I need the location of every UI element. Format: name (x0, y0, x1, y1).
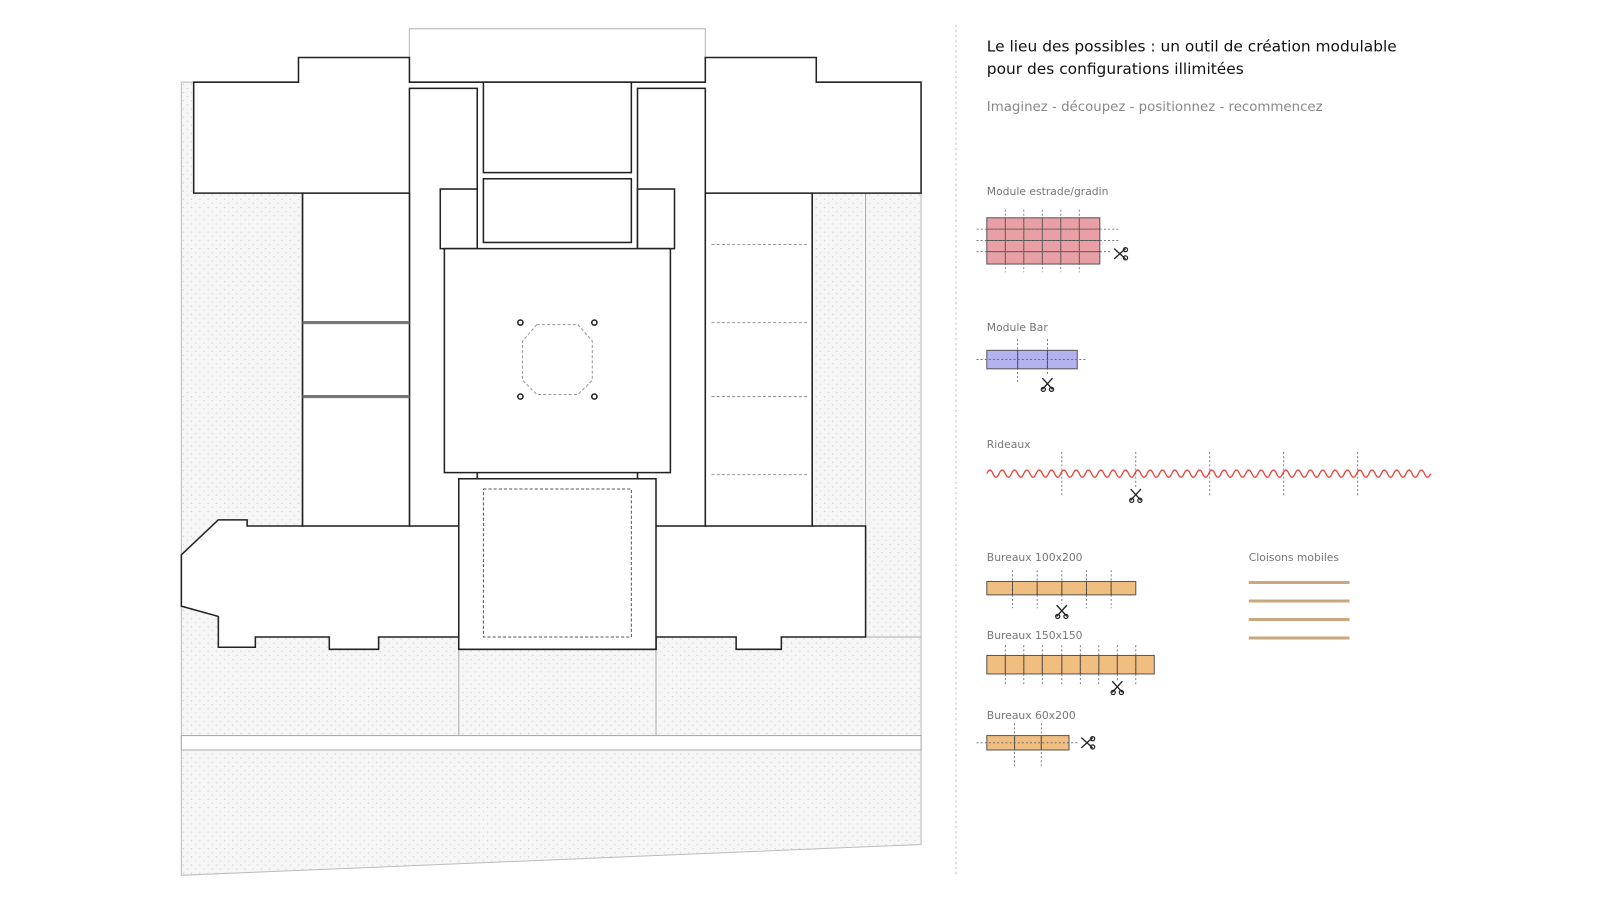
estrade-module (976, 209, 1129, 273)
label-estrade: Module estrade/gradin (987, 185, 1109, 198)
label-bureaux-100: Bureaux 100x200 (987, 551, 1083, 564)
subtitle: Imaginez - découpez - positionnez - reco… (987, 99, 1323, 115)
bar-module (976, 339, 1088, 393)
curtain-module (986, 452, 1432, 504)
desk-150x150-module (986, 645, 1155, 696)
scissors-icon (1040, 377, 1055, 393)
curtain-wave (986, 469, 1432, 478)
scissors-icon (1110, 680, 1125, 696)
scissors-icon (1054, 604, 1069, 620)
label-bar: Module Bar (987, 321, 1049, 334)
desk-60x200-module (976, 723, 1096, 767)
scissors-icon (1080, 735, 1096, 750)
label-cloisons: Cloisons mobiles (1249, 551, 1340, 564)
label-rideaux: Rideaux (987, 438, 1031, 451)
title-line-2: pour des configurations illimitées (987, 60, 1244, 78)
building-plan (180, 56, 922, 651)
scissors-icon (1128, 488, 1143, 504)
scissors-icon (1113, 246, 1129, 261)
label-bureaux-150: Bureaux 150x150 (987, 629, 1083, 642)
desk-100x200-module (986, 570, 1137, 620)
title-line-1: Le lieu des possibles : un outil de créa… (987, 37, 1397, 55)
label-bureaux-60: Bureaux 60x200 (987, 709, 1076, 722)
mobile-partitions (1248, 580, 1350, 640)
